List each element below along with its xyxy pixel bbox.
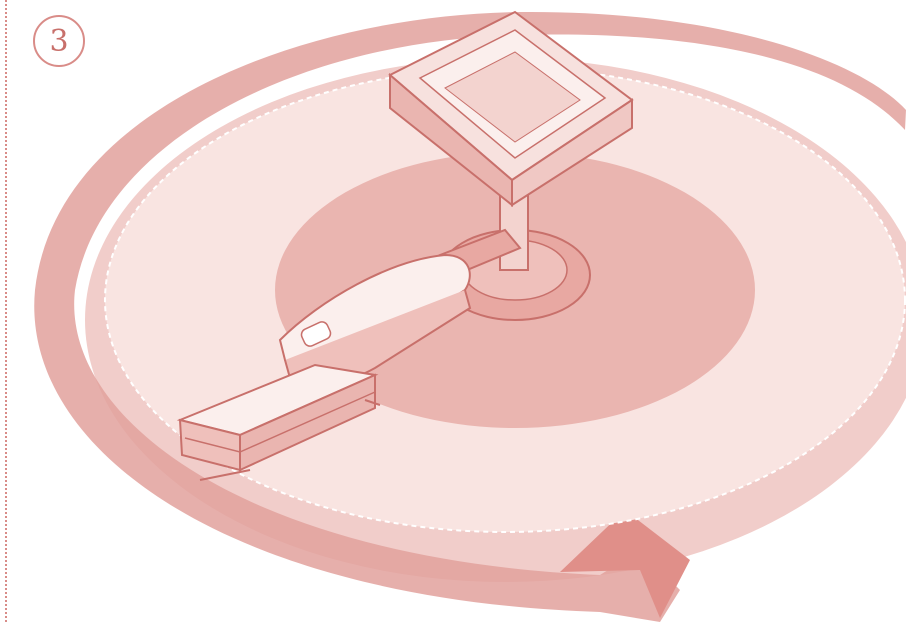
- step-number-badge: 3: [33, 15, 85, 67]
